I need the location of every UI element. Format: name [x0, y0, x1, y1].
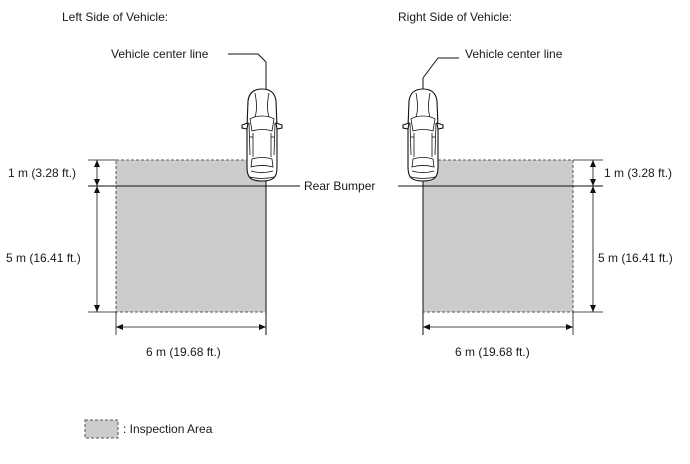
left-dim-top-arrow-down	[94, 179, 100, 186]
right-panel-title: Right Side of Vehicle:	[398, 10, 512, 24]
left-panel-title: Left Side of Vehicle:	[62, 10, 168, 24]
left-dim-side-arrow-up	[94, 186, 100, 193]
right-dim-side-arrow-down	[590, 305, 596, 312]
right-dim-side-arrow-up	[590, 186, 596, 193]
left-dim-top-label: 1 m (3.28 ft.)	[8, 166, 76, 180]
left-center-line-label: Vehicle center line	[111, 47, 209, 61]
right-dim-side-label: 5 m (16.41 ft.)	[598, 251, 673, 265]
right-center-line-leader	[422, 57, 439, 79]
left-car-icon	[241, 88, 283, 182]
right-center-line-label: Vehicle center line	[465, 47, 563, 61]
rear-bumper-label: Rear Bumper	[304, 179, 375, 193]
right-dim-top-arrow-up	[590, 160, 596, 167]
left-dim-top-arrow-up	[94, 160, 100, 167]
right-dim-bottom-arrow-left	[423, 324, 430, 330]
right-dim-bottom-label: 6 m (19.68 ft.)	[455, 345, 530, 359]
left-dim-side-arrow-down	[94, 305, 100, 312]
right-car-icon	[402, 88, 444, 182]
right-inspection-area	[422, 159, 574, 313]
left-inspection-area	[115, 159, 267, 313]
legend-label: : Inspection Area	[123, 422, 213, 436]
left-dim-bottom-arrow-left	[116, 324, 123, 330]
left-dim-side-label: 5 m (16.41 ft.)	[6, 251, 81, 265]
right-dim-top-arrow-down	[590, 179, 596, 186]
legend-swatch	[84, 419, 119, 439]
left-dim-bottom-label: 6 m (19.68 ft.)	[146, 345, 221, 359]
right-dim-bottom-arrow-right	[566, 324, 573, 330]
left-dim-bottom-arrow-right	[259, 324, 266, 330]
right-dim-top-label: 1 m (3.28 ft.)	[604, 166, 672, 180]
